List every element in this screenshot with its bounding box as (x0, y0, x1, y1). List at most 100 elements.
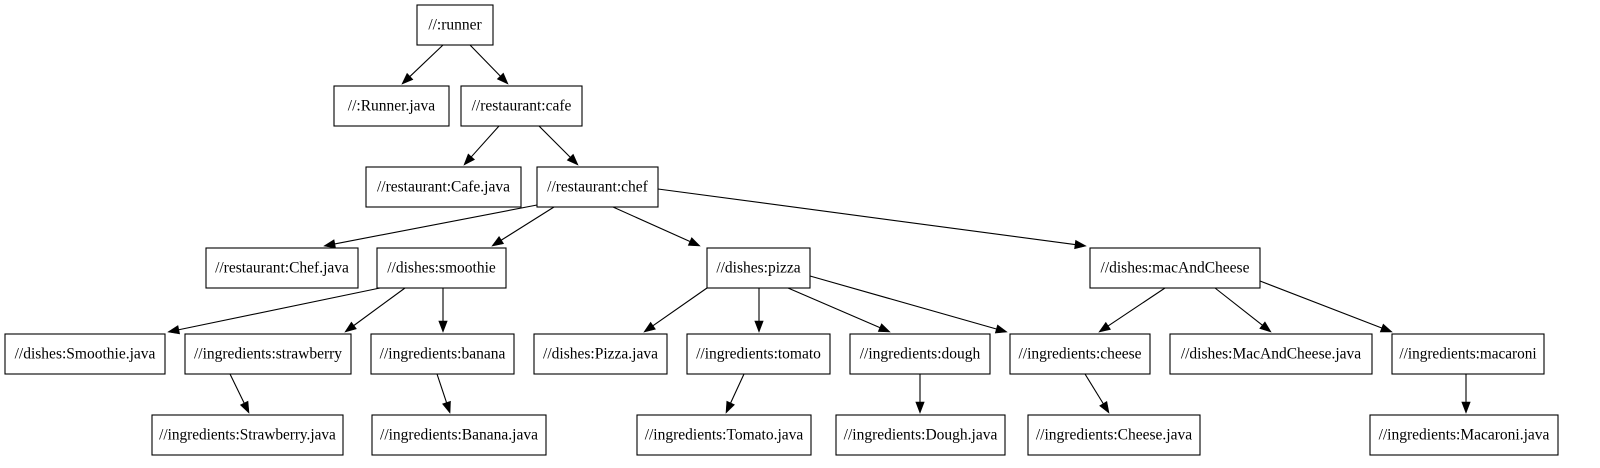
graph-node-restaurant_chef[interactable]: //restaurant:chef (536, 166, 659, 208)
graph-edge (725, 373, 745, 414)
graph-node-tomato_java[interactable]: //ingredients:Tomato.java (636, 414, 812, 456)
graph-edge (787, 287, 891, 333)
arrowhead-icon (463, 153, 475, 166)
graph-edge (809, 275, 1008, 334)
graph-edge (657, 188, 1087, 250)
node-box[interactable] (1369, 414, 1559, 456)
graph-node-strawberry_java[interactable]: //ingredients:Strawberry.java (151, 414, 344, 456)
nodes-layer: //:runner //:Runner.java //restaurant:cafe… (4, 4, 1559, 456)
node-box[interactable] (365, 166, 522, 208)
arrowhead-icon (323, 239, 336, 249)
graph-edge (438, 288, 448, 333)
graph-node-runner_java[interactable]: //:Runner.java (333, 85, 450, 127)
node-label: //:runner (428, 17, 482, 34)
arrowhead-icon (167, 325, 181, 335)
node-label: //ingredients:banana (380, 346, 506, 363)
arrowhead-icon (491, 236, 505, 247)
graph-node-banana[interactable]: //ingredients:banana (370, 333, 515, 375)
node-label: //:Runner.java (348, 98, 436, 115)
graph-node-dough_java[interactable]: //ingredients:Dough.java (835, 414, 1006, 456)
graph-edge (401, 44, 444, 85)
graph-node-banana_java[interactable]: //ingredients:Banana.java (371, 414, 547, 456)
node-box[interactable] (686, 333, 831, 375)
node-box[interactable] (333, 85, 450, 127)
graph-node-strawberry[interactable]: //ingredients:strawberry (184, 333, 352, 375)
node-box[interactable] (1009, 333, 1151, 375)
node-label: //dishes:Smoothie.java (15, 346, 156, 363)
arrowhead-icon (1259, 321, 1272, 333)
graph-edge (1214, 287, 1272, 333)
node-label: //dishes:MacAndCheese.java (1181, 346, 1361, 363)
graph-node-macaroni[interactable]: //ingredients:macaroni (1391, 333, 1545, 375)
graph-edge (915, 374, 925, 414)
arrowhead-icon (915, 401, 925, 414)
graph-node-cheese_java[interactable]: //ingredients:Cheese.java (1027, 414, 1201, 456)
graph-edge (1098, 287, 1166, 333)
graph-edge (1084, 373, 1110, 414)
arrowhead-icon (442, 400, 451, 414)
node-box[interactable] (849, 333, 991, 375)
graph-node-cafe_java[interactable]: //restaurant:Cafe.java (365, 166, 522, 208)
node-box[interactable] (636, 414, 812, 456)
graph-node-smoothie_java[interactable]: //dishes:Smoothie.java (4, 333, 166, 375)
node-box[interactable] (370, 333, 515, 375)
graph-edge (436, 373, 451, 414)
node-box[interactable] (184, 333, 352, 375)
node-box[interactable] (533, 333, 668, 375)
node-box[interactable] (205, 247, 359, 289)
node-label: //restaurant:chef (547, 179, 649, 196)
node-box[interactable] (1391, 333, 1545, 375)
arrowhead-icon (566, 153, 579, 166)
arrowhead-icon (1099, 400, 1110, 414)
arrowhead-icon (1098, 321, 1111, 333)
node-box[interactable] (536, 166, 659, 208)
node-label: //ingredients:dough (860, 346, 981, 363)
node-label: //restaurant:cafe (472, 98, 572, 115)
graph-node-macandcheese[interactable]: //dishes:macAndCheese (1089, 247, 1261, 289)
node-box[interactable] (1169, 333, 1373, 375)
graph-node-dough[interactable]: //ingredients:dough (849, 333, 991, 375)
node-label: //ingredients:Macaroni.java (1379, 427, 1550, 444)
graph-node-tomato[interactable]: //ingredients:tomato (686, 333, 831, 375)
graph-edge (491, 206, 555, 247)
graph-node-macandcheese_java[interactable]: //dishes:MacAndCheese.java (1169, 333, 1373, 375)
graph-node-macaroni_java[interactable]: //ingredients:Macaroni.java (1369, 414, 1559, 456)
graph-edge (167, 287, 381, 335)
arrowhead-icon (643, 321, 656, 333)
graph-node-smoothie[interactable]: //dishes:smoothie (376, 247, 507, 289)
arrowhead-icon (1461, 401, 1471, 414)
arrowhead-icon (438, 320, 448, 333)
graph-edge (463, 125, 500, 166)
graph-node-restaurant_cafe[interactable]: //restaurant:cafe (460, 85, 583, 127)
node-label: //ingredients:Banana.java (380, 427, 538, 444)
graph-node-runner[interactable]: //:runner (416, 4, 494, 46)
node-box[interactable] (460, 85, 583, 127)
arrowhead-icon (994, 324, 1008, 334)
edges-layer (167, 44, 1471, 414)
graph-node-cheese[interactable]: //ingredients:cheese (1009, 333, 1151, 375)
node-label: //restaurant:Cafe.java (377, 179, 510, 196)
node-box[interactable] (706, 247, 811, 289)
node-label: //ingredients:cheese (1018, 346, 1141, 363)
node-box[interactable] (1089, 247, 1261, 289)
graph-edge (538, 125, 579, 166)
arrowhead-icon (725, 400, 735, 414)
arrowhead-icon (1379, 323, 1393, 333)
node-box[interactable] (4, 333, 166, 375)
node-box[interactable] (376, 247, 507, 289)
graph-edge (643, 287, 708, 333)
node-label: //ingredients:Strawberry.java (159, 427, 336, 444)
node-label: //ingredients:Dough.java (844, 427, 998, 444)
node-box[interactable] (151, 414, 344, 456)
arrowhead-icon (877, 323, 891, 333)
graph-node-pizza_java[interactable]: //dishes:Pizza.java (533, 333, 668, 375)
node-label: //dishes:smoothie (387, 260, 496, 277)
graph-node-pizza[interactable]: //dishes:pizza (706, 247, 811, 289)
node-box[interactable] (416, 4, 494, 46)
graph-edge (344, 287, 406, 333)
graph-node-chef_java[interactable]: //restaurant:Chef.java (205, 247, 359, 289)
node-box[interactable] (835, 414, 1006, 456)
node-box[interactable] (1027, 414, 1201, 456)
node-label: //ingredients:strawberry (194, 346, 342, 363)
node-box[interactable] (371, 414, 547, 456)
